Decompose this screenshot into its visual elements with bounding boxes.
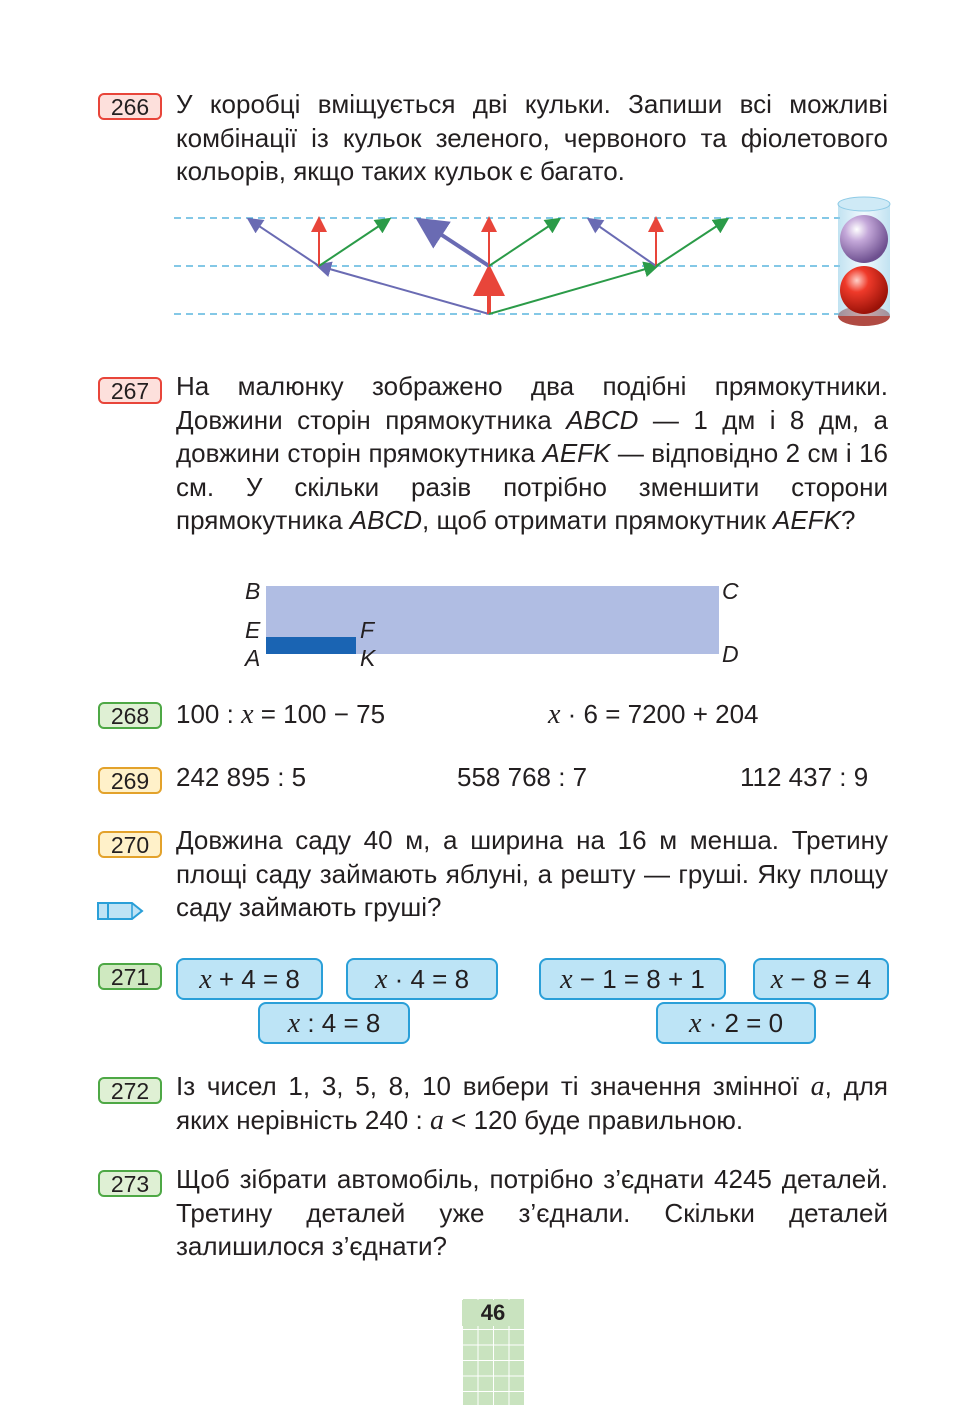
division-269-1: 242 895 : 5	[176, 762, 307, 792]
pencil-icon	[97, 902, 144, 920]
label-k: K	[360, 645, 376, 671]
label-f: F	[360, 617, 375, 643]
problem-number-271: 271	[98, 963, 162, 990]
page-number: 46	[462, 1300, 524, 1326]
problem-number-273: 273	[98, 1170, 162, 1197]
page-number-box: 46	[462, 1298, 524, 1405]
equation-box-1: x + 4 = 8	[176, 958, 323, 1000]
equation-box-6: x · 2 = 0	[656, 1002, 816, 1044]
problem-266-text: У коробці вміщується дві кульки. Запиши …	[176, 89, 888, 186]
label-a: A	[245, 645, 261, 671]
equation-268-2: x · 6 = 7200 + 204	[548, 699, 759, 730]
problem-number-272: 272	[98, 1077, 162, 1104]
tube-with-balls-illustration	[837, 196, 891, 326]
rectangle-aefk	[266, 637, 356, 654]
problem-270-text: Довжина саду 40 м, а ширина на 16 м менш…	[176, 825, 888, 922]
label-c: C	[722, 578, 739, 604]
problem-272-text: Із чисел 1, 3, 5, 8, 10 вибери ті значен…	[176, 1071, 888, 1136]
ball-combinations-tree-diagram	[174, 216, 840, 315]
equation-box-2: x · 4 = 8	[346, 958, 498, 1000]
division-269-2: 558 768 : 7	[457, 762, 588, 792]
problem-number-267: 267	[98, 377, 162, 404]
problem-273-text: Щоб зібрати автомобіль, потрібно з’єднат…	[176, 1164, 888, 1261]
equation-268-1: 100 : x = 100 − 75	[176, 699, 386, 730]
problem-number-270: 270	[98, 831, 162, 858]
division-269-3: 112 437 : 9	[740, 762, 869, 792]
equation-box-5: x : 4 = 8	[258, 1002, 410, 1044]
problem-267-text: На малюнку зображено два подібні прямоку…	[176, 371, 888, 535]
problem-number-269: 269	[98, 767, 162, 794]
equation-box-3: x − 1 = 8 + 1	[539, 958, 726, 1000]
problem-number-266: 266	[98, 93, 162, 120]
equation-box-4: x − 8 = 4	[753, 958, 889, 1000]
label-b: B	[245, 578, 261, 604]
problem-number-268: 268	[98, 702, 162, 729]
label-d: D	[722, 641, 739, 667]
label-e: E	[245, 617, 261, 643]
